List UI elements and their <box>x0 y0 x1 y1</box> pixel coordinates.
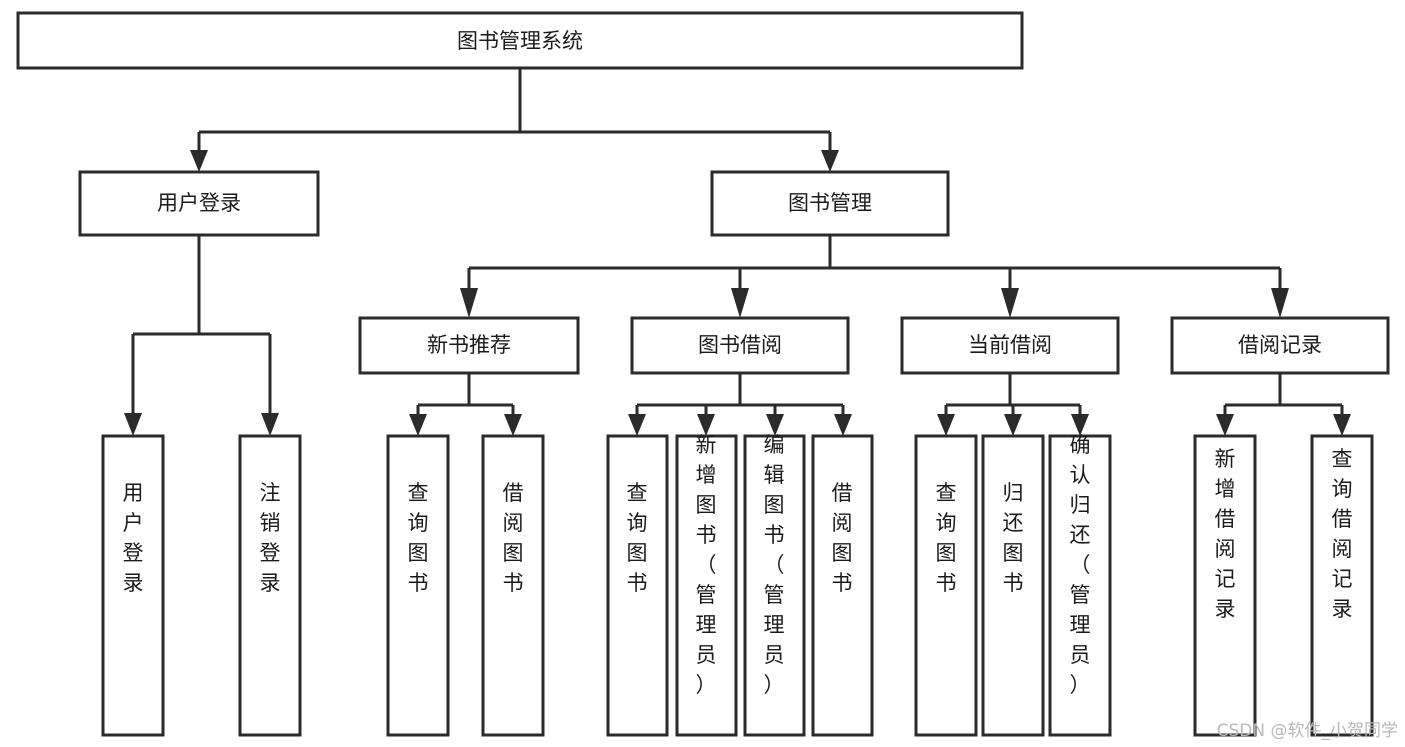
leaf-user-login-0-label: 用户登录 <box>123 481 144 595</box>
connector-layer <box>124 68 1351 436</box>
leaf-current-borrow-2-box <box>1048 434 1112 737</box>
leaf-book-borrow-3-label: 借阅图书 <box>832 481 853 595</box>
node-book-borrow-label: 图书借阅 <box>698 333 782 357</box>
leaf-new-book-recommend-1[interactable]: 借阅图书 <box>481 434 545 737</box>
arrow-head-leaf-book-borrow-3 <box>834 414 852 436</box>
leaf-current-borrow-1[interactable]: 归还图书 <box>981 434 1045 737</box>
leaf-borrow-record-0-label: 新增借阅记录 <box>1215 447 1236 621</box>
node-book-management-box <box>710 170 950 237</box>
leaf-borrow-record-1-box <box>1310 434 1374 737</box>
leaf-book-borrow-1-box <box>675 434 738 737</box>
leaf-user-login-1-label: 注销登录 <box>260 481 281 595</box>
node-user-login[interactable]: 用户登录 <box>78 170 320 237</box>
leaf-book-borrow-2-label: 编辑图书（管理员） <box>764 433 785 697</box>
node-new-book-recommend-label: 新书推荐 <box>427 333 511 357</box>
leaf-current-borrow-0-label: 查询图书 <box>936 481 957 595</box>
node-borrow-record-label: 借阅记录 <box>1238 333 1322 357</box>
leaf-user-login-0[interactable]: 用户登录 <box>101 434 165 737</box>
node-current-borrow[interactable]: 当前借阅 <box>900 316 1120 375</box>
node-root-box <box>16 11 1024 70</box>
arrow-head-leaf-user-login-0 <box>124 413 142 436</box>
arrow-head-level3-1 <box>731 288 749 318</box>
node-book-management-label: 图书管理 <box>788 191 872 215</box>
leaf-user-login-1[interactable]: 注销登录 <box>238 434 302 737</box>
arrow-head-leaf-borrow-record-1 <box>1333 414 1351 436</box>
leaf-current-borrow-2-label: 确认归还（管理员） <box>1070 433 1091 697</box>
node-root-book-management-system[interactable]: 图书管理系统 <box>16 11 1024 70</box>
node-user-login-box <box>78 170 320 237</box>
arrow-head-leaf-current-borrow-0 <box>937 414 955 436</box>
leaf-book-borrow-0[interactable]: 查询图书 <box>606 434 669 737</box>
leaf-current-borrow-1-label: 归还图书 <box>1003 481 1024 595</box>
node-current-borrow-label: 当前借阅 <box>968 333 1052 357</box>
arrow-head-leaf-new-book-1 <box>504 414 522 436</box>
leaf-book-borrow-1[interactable]: 新增图书（管理员） <box>675 433 738 737</box>
arrow-head-leaf-user-login-1 <box>261 413 279 436</box>
node-current-borrow-box <box>900 316 1120 375</box>
arrow-head-leaf-new-book-0 <box>409 414 427 436</box>
arrow-head-user-login <box>190 150 208 172</box>
leaf-borrow-record-0-box <box>1193 434 1257 737</box>
arrow-head-leaf-current-borrow-1 <box>1004 414 1022 436</box>
leaf-book-borrow-0-label: 查询图书 <box>627 481 648 595</box>
node-user-login-label: 用户登录 <box>157 191 241 215</box>
leaf-new-book-recommend-0[interactable]: 查询图书 <box>386 434 450 737</box>
arrow-head-leaf-current-borrow-2 <box>1071 414 1089 436</box>
leaf-book-borrow-1-label: 新增图书（管理员） <box>696 433 717 697</box>
leaf-user-login-0-box <box>101 434 165 737</box>
node-new-book-recommend-box <box>358 316 580 375</box>
leaf-current-borrow-0-box <box>914 434 978 737</box>
leaf-new-book-recommend-1-label: 借阅图书 <box>503 481 524 595</box>
node-book-management[interactable]: 图书管理 <box>710 170 950 237</box>
arrow-head-leaf-borrow-record-0 <box>1216 414 1234 436</box>
arrow-head-leaf-book-borrow-2 <box>766 414 784 436</box>
node-borrow-record[interactable]: 借阅记录 <box>1170 316 1390 375</box>
leaf-book-borrow-2[interactable]: 编辑图书（管理员） <box>743 433 806 737</box>
leaf-user-login-1-box <box>238 434 302 737</box>
arrow-head-level3-3 <box>1271 288 1289 318</box>
leaf-book-borrow-0-box <box>606 434 669 737</box>
leaf-new-book-recommend-1-box <box>481 434 545 737</box>
node-borrow-record-box <box>1170 316 1390 375</box>
arrow-head-level3-2 <box>1001 288 1019 318</box>
node-new-book-recommend[interactable]: 新书推荐 <box>358 316 580 375</box>
arrow-head-leaf-book-borrow-1 <box>697 414 715 436</box>
leaf-book-borrow-3[interactable]: 借阅图书 <box>811 434 874 737</box>
arrow-head-book-manage <box>821 150 839 172</box>
node-book-borrow[interactable]: 图书借阅 <box>630 316 850 375</box>
leaf-new-book-recommend-0-label: 查询图书 <box>408 481 429 595</box>
leaf-new-book-recommend-0-box <box>386 434 450 737</box>
arrow-head-level3-0 <box>460 288 478 318</box>
leaf-book-borrow-2-box <box>743 434 806 737</box>
node-root-label: 图书管理系统 <box>457 29 583 53</box>
csdn-watermark: CSDN @软件_小贺同学 <box>1217 721 1398 741</box>
leaf-borrow-record-0[interactable]: 新增借阅记录 <box>1193 434 1257 737</box>
leaf-current-borrow-0[interactable]: 查询图书 <box>914 434 978 737</box>
leaf-current-borrow-1-box <box>981 434 1045 737</box>
leaf-current-borrow-2[interactable]: 确认归还（管理员） <box>1048 433 1112 737</box>
leaf-borrow-record-1-label: 查询借阅记录 <box>1332 447 1353 621</box>
arrow-head-leaf-book-borrow-0 <box>628 414 646 436</box>
leaf-borrow-record-1[interactable]: 查询借阅记录 <box>1310 434 1374 737</box>
node-book-borrow-box <box>630 316 850 375</box>
leaf-book-borrow-3-box <box>811 434 874 737</box>
